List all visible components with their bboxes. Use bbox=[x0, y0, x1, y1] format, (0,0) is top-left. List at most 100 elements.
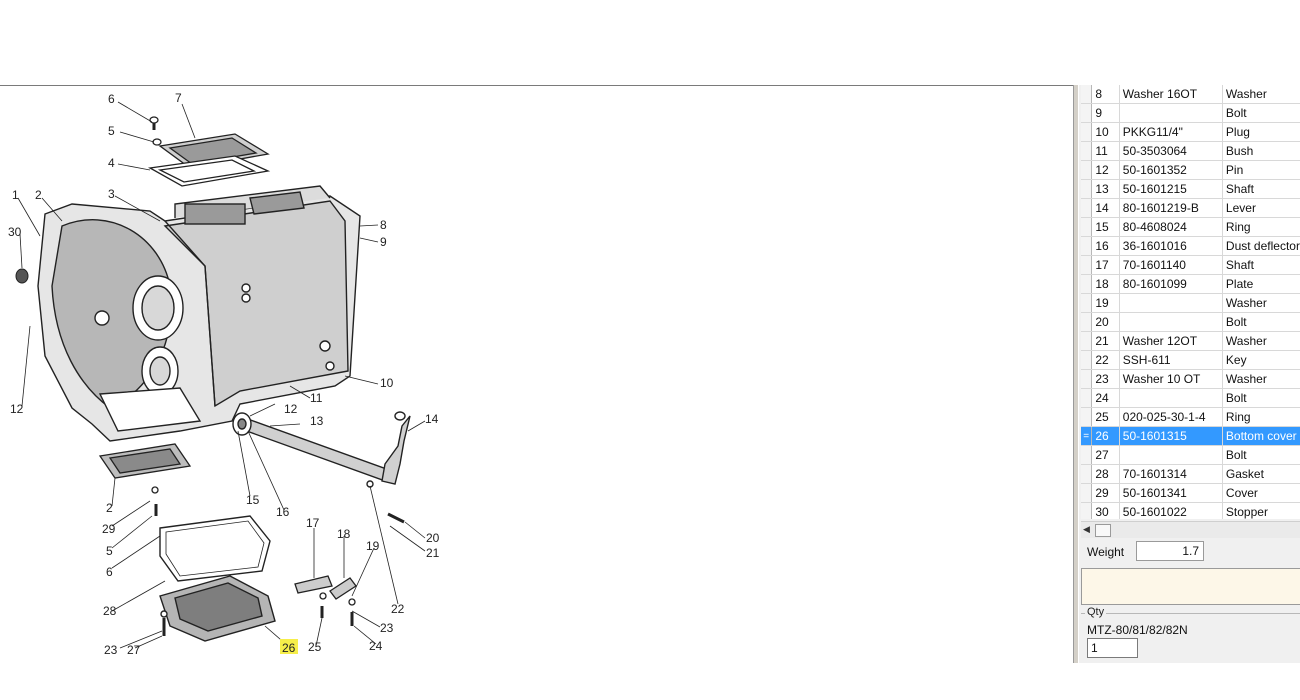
panel-splitter[interactable] bbox=[1073, 85, 1079, 663]
row-indicator bbox=[1081, 255, 1093, 275]
cell-code bbox=[1119, 103, 1223, 123]
qty-field[interactable]: 1 bbox=[1087, 638, 1138, 658]
cell-name: Cover bbox=[1222, 483, 1300, 503]
callout-7: 7 bbox=[175, 91, 182, 105]
cell-code: 70-1601140 bbox=[1119, 255, 1223, 275]
row-indicator bbox=[1081, 103, 1093, 123]
cell-number: 30 bbox=[1091, 502, 1120, 519]
row-indicator bbox=[1081, 85, 1093, 104]
cell-code: 80-4608024 bbox=[1119, 217, 1223, 237]
callout-21: 21 bbox=[426, 546, 440, 560]
callout-5: 5 bbox=[108, 124, 115, 138]
cell-name: Gasket bbox=[1222, 464, 1300, 484]
callout-13: 13 bbox=[310, 414, 324, 428]
cell-code: 50-1601341 bbox=[1119, 483, 1223, 503]
top-cover bbox=[148, 116, 271, 187]
cell-name: Key bbox=[1222, 350, 1300, 370]
horizontal-scrollbar[interactable]: ◀ bbox=[1081, 521, 1300, 538]
cell-number: 22 bbox=[1091, 350, 1120, 370]
callout-23-right: 23 bbox=[380, 621, 394, 635]
cell-name: Washer bbox=[1222, 293, 1300, 313]
cell-number: 21 bbox=[1091, 331, 1120, 351]
cell-code: Washer 10 OT bbox=[1119, 369, 1223, 389]
cell-name: Bottom cover bbox=[1222, 426, 1300, 446]
callout-1: 1 bbox=[12, 188, 19, 202]
callout-12-right: 12 bbox=[284, 402, 298, 416]
cell-number: 23 bbox=[1091, 369, 1120, 389]
cell-name: Plate bbox=[1222, 274, 1300, 294]
cell-name: Shaft bbox=[1222, 179, 1300, 199]
scrollbar-thumb[interactable] bbox=[1095, 524, 1111, 537]
cell-code bbox=[1119, 445, 1223, 465]
cell-code: 50-1601315 bbox=[1119, 426, 1223, 446]
cell-code bbox=[1119, 293, 1223, 313]
callout-4: 4 bbox=[108, 156, 115, 170]
cell-name: Washer bbox=[1222, 85, 1300, 104]
scroll-left-icon[interactable]: ◀ bbox=[1083, 524, 1090, 534]
row-indicator bbox=[1081, 369, 1093, 389]
row-indicator bbox=[1081, 293, 1093, 313]
callout-20: 20 bbox=[426, 531, 440, 545]
cell-number: 24 bbox=[1091, 388, 1120, 408]
cell-name: Bolt bbox=[1222, 103, 1300, 123]
cell-code: 70-1601314 bbox=[1119, 464, 1223, 484]
row-indicator bbox=[1081, 331, 1093, 351]
parts-diagram-viewer[interactable]: 6 7 5 4 1 2 3 8 9 30 10 11 12 13 14 12 1… bbox=[0, 85, 1073, 664]
cell-number: 14 bbox=[1091, 198, 1120, 218]
note-box[interactable] bbox=[1081, 568, 1300, 605]
cell-name: Ring bbox=[1222, 407, 1300, 427]
cell-number: 8 bbox=[1091, 85, 1120, 104]
small-cover bbox=[98, 443, 192, 516]
cell-name: Bolt bbox=[1222, 312, 1300, 332]
callout-labels: 6 7 5 4 1 2 3 8 9 30 10 11 12 13 14 12 1… bbox=[8, 91, 440, 657]
row-indicator bbox=[1081, 350, 1093, 370]
callout-15: 15 bbox=[246, 493, 260, 507]
callout-highlight bbox=[280, 639, 298, 654]
cell-number: 13 bbox=[1091, 179, 1120, 199]
row-indicator bbox=[1081, 198, 1093, 218]
weight-field[interactable]: 1.7 bbox=[1136, 541, 1204, 561]
callout-3: 3 bbox=[108, 187, 115, 201]
callout-5-lower: 5 bbox=[106, 544, 113, 558]
cell-number: 27 bbox=[1091, 445, 1120, 465]
row-indicator bbox=[1081, 483, 1093, 503]
row-indicator bbox=[1081, 236, 1093, 256]
row-indicator bbox=[1081, 274, 1093, 294]
stopper-plates bbox=[294, 575, 357, 626]
cell-number: 25 bbox=[1091, 407, 1120, 427]
row-indicator bbox=[1081, 160, 1093, 180]
housing bbox=[37, 185, 361, 442]
cell-number: 26 bbox=[1091, 426, 1120, 446]
callout-25: 25 bbox=[308, 640, 322, 654]
row-indicator bbox=[1081, 217, 1093, 237]
cell-name: Ring bbox=[1222, 217, 1300, 237]
callout-10: 10 bbox=[380, 376, 394, 390]
cell-number: 15 bbox=[1091, 217, 1120, 237]
callout-9: 9 bbox=[380, 235, 387, 249]
